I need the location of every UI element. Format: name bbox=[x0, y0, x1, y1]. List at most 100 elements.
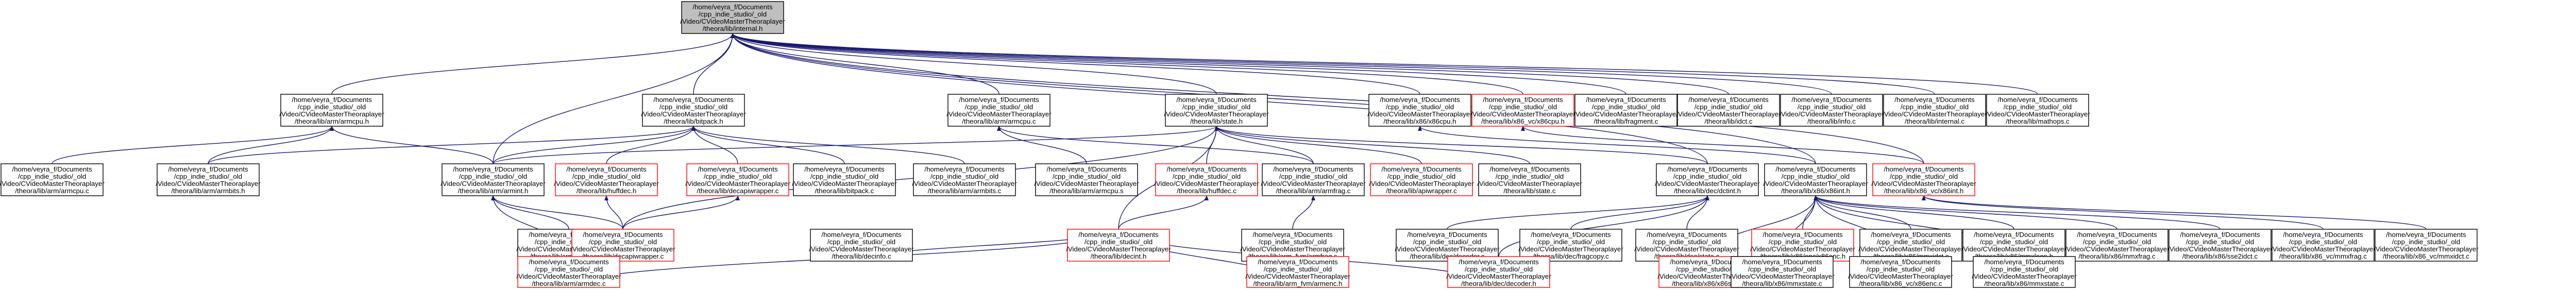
node-x86-vc-x86cpu-h[interactable]: /home/veyra_f/Documents/cpp_indie_studio… bbox=[1470, 94, 1575, 127]
node-decinfo-c[interactable]: /home/veyra_f/Documents/cpp_indie_studio… bbox=[809, 229, 914, 262]
node-box bbox=[1035, 163, 1138, 196]
node-label-line: /theora/lib/arm/armdec.c bbox=[532, 280, 606, 287]
node-armint-h[interactable]: /home/veyra_f/Documents/cpp_indie_studio… bbox=[440, 163, 546, 196]
node-armcpu-h[interactable]: /home/veyra_f/Documents/cpp_indie_studio… bbox=[279, 94, 384, 127]
node-root[interactable]: /home/veyra_f/Documents/cpp_indie_studio… bbox=[680, 1, 785, 34]
node-sse2idct-c[interactable]: /home/veyra_f/Documents/cpp_indie_studio… bbox=[2167, 229, 2273, 262]
node-vc-x86enc-c[interactable]: /home/veyra_f/Documents/cpp_indie_studio… bbox=[1848, 256, 1953, 288]
node-vc-mmxstate-c[interactable]: /home/veyra_f/Documents/cpp_indie_studio… bbox=[1972, 256, 2077, 288]
node-box bbox=[810, 229, 913, 262]
edge-apiwrapper-c-to-state-h bbox=[1214, 126, 1422, 164]
edge-fragment-c-to-root bbox=[731, 33, 1626, 95]
node-decint-h[interactable]: /home/veyra_f/Documents/cpp_indie_studio… bbox=[1066, 229, 1171, 262]
node-armdec-c[interactable]: /home/veyra_f/Documents/cpp_indie_studio… bbox=[516, 256, 621, 288]
node-label-line: /Video/CVideoMasterTheoraplayer bbox=[1676, 110, 1781, 118]
node-fragcopy-c[interactable]: /home/veyra_f/Documents/cpp_indie_studio… bbox=[1518, 229, 1623, 262]
node-vc-mmxfrag-c[interactable]: /home/veyra_f/Documents/cpp_indie_studio… bbox=[2270, 229, 2376, 262]
node-mmxstate-c[interactable]: /home/veyra_f/Documents/cpp_indie_studio… bbox=[1730, 256, 1835, 288]
node-huffdec-h[interactable]: /home/veyra_f/Documents/cpp_indie_studio… bbox=[554, 163, 659, 196]
node-state-c[interactable]: /home/veyra_f/Documents/cpp_indie_studio… bbox=[1477, 163, 1582, 196]
node-vc-mmxidct-c[interactable]: /home/veyra_f/Documents/cpp_indie_studio… bbox=[2374, 229, 2479, 262]
node-box bbox=[1262, 163, 1365, 196]
node-x86enc-h[interactable]: /home/veyra_f/Documents/cpp_indie_studio… bbox=[1750, 229, 1855, 262]
node-label-line: /cpp_indie_studio/_old bbox=[1694, 103, 1762, 111]
node-box bbox=[1241, 229, 1344, 262]
node-label-line: /theora/lib/arm/armbits.h bbox=[171, 187, 245, 195]
node-label-line: /Video/CVideoMasterTheoraplayer bbox=[2167, 245, 2273, 253]
node-label-line: /home/veyra_f/Documents bbox=[1667, 165, 1748, 173]
node-label-line: /Video/CVideoMasterTheoraplayer bbox=[1470, 110, 1575, 118]
edge-armint-h-to-root bbox=[493, 33, 735, 164]
node-label-line: /cpp_indie_studio/_old bbox=[572, 173, 640, 180]
node-label-line: /theora/lib/x86_vc/x86enc.c bbox=[1859, 280, 1942, 287]
edge-armint-h-to-bitpack-h bbox=[493, 126, 696, 164]
node-armfrag-s[interactable]: /home/veyra_f/Documents/cpp_indie_studio… bbox=[1240, 229, 1345, 262]
node-idct-c[interactable]: /home/veyra_f/Documents/cpp_indie_studio… bbox=[1676, 94, 1781, 127]
node-label-line: /Video/CVideoMasterTheoraplayer bbox=[680, 18, 785, 25]
node-state-h[interactable]: /home/veyra_f/Documents/cpp_indie_studio… bbox=[1164, 94, 1269, 127]
node-label-line: /cpp_indie_studio/_old bbox=[810, 173, 878, 180]
node-box bbox=[280, 94, 383, 127]
node-decapiwrapper-l3[interactable]: /home/veyra_f/Documents/cpp_indie_studio… bbox=[685, 163, 790, 196]
node-label-line: /home/veyra_f/Documents bbox=[1176, 96, 1257, 104]
node-label-line: /theora/lib/dec/decoder.h bbox=[1461, 280, 1536, 287]
edge-dec-state-c-to-dctint-h bbox=[1686, 195, 1709, 230]
node-decoder-c[interactable]: /home/veyra_f/Documents/cpp_indie_studio… bbox=[1395, 229, 1500, 262]
node-x86int-h[interactable]: /home/veyra_f/Documents/cpp_indie_studio… bbox=[1763, 163, 1868, 196]
node-label-line: /home/veyra_f/Documents bbox=[1531, 231, 1611, 238]
node-armenc-h[interactable]: /home/veyra_f/Documents/cpp_indie_studio… bbox=[1245, 256, 1350, 288]
node-box bbox=[1519, 229, 1622, 262]
node-label-line: /theora/lib/mathops.c bbox=[2006, 117, 2070, 125]
node-label-line: /cpp_indie_studio/_old bbox=[1676, 265, 1744, 273]
node-label-line: /Video/CVideoMasterTheoraplayer bbox=[1858, 245, 1963, 253]
node-label-line: /cpp_indie_studio/_old bbox=[1279, 173, 1347, 180]
node-label-line: /theora/lib/state.h bbox=[1190, 117, 1243, 125]
node-box bbox=[947, 94, 1050, 127]
node-mathops-c[interactable]: /home/veyra_f/Documents/cpp_indie_studio… bbox=[1985, 94, 2090, 127]
node-box bbox=[2272, 229, 2375, 262]
node-box bbox=[1859, 229, 1962, 262]
node-label-line: /cpp_indie_studio/_old bbox=[298, 103, 366, 111]
node-armcpu-c-top[interactable]: /home/veyra_f/Documents/cpp_indie_studio… bbox=[946, 94, 1052, 127]
node-armcpu-c-l3[interactable]: /home/veyra_f/Documents/cpp_indie_studio… bbox=[0, 163, 105, 196]
node-bitpack-h[interactable]: /home/veyra_f/Documents/cpp_indie_studio… bbox=[641, 94, 746, 127]
node-armbits-c[interactable]: /home/veyra_f/Documents/cpp_indie_studio… bbox=[912, 163, 1017, 196]
node-label-line: /theora/lib/state.c bbox=[1503, 187, 1556, 195]
node-label-line: /Video/CVideoMasterTheoraplayer bbox=[1750, 245, 1855, 253]
node-box bbox=[157, 163, 260, 196]
node-armbits-h[interactable]: /home/veyra_f/Documents/cpp_indie_studio… bbox=[156, 163, 261, 196]
node-label-line: /theora/lib/arm/armint.h bbox=[458, 187, 529, 195]
node-label-line: /Video/CVideoMasterTheoraplayer bbox=[792, 180, 897, 187]
node-label-line: /theora/lib/arm/armfrag.c bbox=[1276, 187, 1351, 195]
node-label-line: /Video/CVideoMasterTheoraplayer bbox=[641, 110, 746, 118]
node-dec-state-c[interactable]: /home/veyra_f/Documents/cpp_indie_studio… bbox=[1634, 229, 1739, 262]
node-armcpu-s[interactable]: /home/veyra_f/Documents/cpp_indie_studio… bbox=[1034, 163, 1139, 196]
edge-armfrag-s-to-armfrag-c bbox=[1292, 195, 1315, 230]
node-label-line: /cpp_indie_studio/_old bbox=[1489, 103, 1557, 111]
node-mmxfrag-c[interactable]: /home/veyra_f/Documents/cpp_indie_studio… bbox=[2064, 229, 2170, 262]
node-dec-decoder-h[interactable]: /home/veyra_f/Documents/cpp_indie_studio… bbox=[1446, 256, 1551, 288]
node-x86-vc-x86int-h[interactable]: /home/veyra_f/Documents/cpp_indie_studio… bbox=[1871, 163, 1976, 196]
node-fragment-c[interactable]: /home/veyra_f/Documents/cpp_indie_studio… bbox=[1573, 94, 1679, 127]
node-x86cpu-h[interactable]: /home/veyra_f/Documents/cpp_indie_studio… bbox=[1367, 94, 1472, 127]
node-box bbox=[913, 163, 1016, 196]
node-label-line: /Video/CVideoMasterTheoraplayer bbox=[1477, 180, 1582, 187]
node-box bbox=[1780, 94, 1883, 127]
node-apiwrapper-c[interactable]: /home/veyra_f/Documents/cpp_indie_studio… bbox=[1369, 163, 1474, 196]
node-box bbox=[1370, 163, 1473, 196]
node-bitpack-c[interactable]: /home/veyra_f/Documents/cpp_indie_studio… bbox=[792, 163, 897, 196]
node-internal-c[interactable]: /home/veyra_f/Documents/cpp_indie_studio… bbox=[1882, 94, 1987, 127]
node-label-line: /theora/lib/arm/armcpu.h bbox=[295, 117, 369, 125]
node-label-line: /theora/lib/dec/fragcopy.c bbox=[1533, 252, 1609, 260]
edge-info-c-to-root bbox=[731, 33, 1832, 95]
node-armfrag-c[interactable]: /home/veyra_f/Documents/cpp_indie_studio… bbox=[1261, 163, 1366, 196]
node-label-line: /theora/lib/arm/armbits.c bbox=[928, 187, 1002, 195]
node-label-line: /home/veyra_f/Documents bbox=[1884, 165, 1964, 173]
node-label-line: /home/veyra_f/Documents bbox=[1459, 258, 1539, 266]
node-label-line: /theora/lib/arm/armcpu.s bbox=[1049, 187, 1124, 195]
node-dctint-h[interactable]: /home/veyra_f/Documents/cpp_indie_studio… bbox=[1655, 163, 1760, 196]
node-box bbox=[1849, 256, 1952, 288]
node-mmxloop-h[interactable]: /home/veyra_f/Documents/cpp_indie_studio… bbox=[1961, 229, 2066, 262]
node-info-c[interactable]: /home/veyra_f/Documents/cpp_indie_studio… bbox=[1779, 94, 1884, 127]
node-huffdec-c[interactable]: /home/veyra_f/Documents/cpp_indie_studio… bbox=[1154, 163, 1259, 196]
